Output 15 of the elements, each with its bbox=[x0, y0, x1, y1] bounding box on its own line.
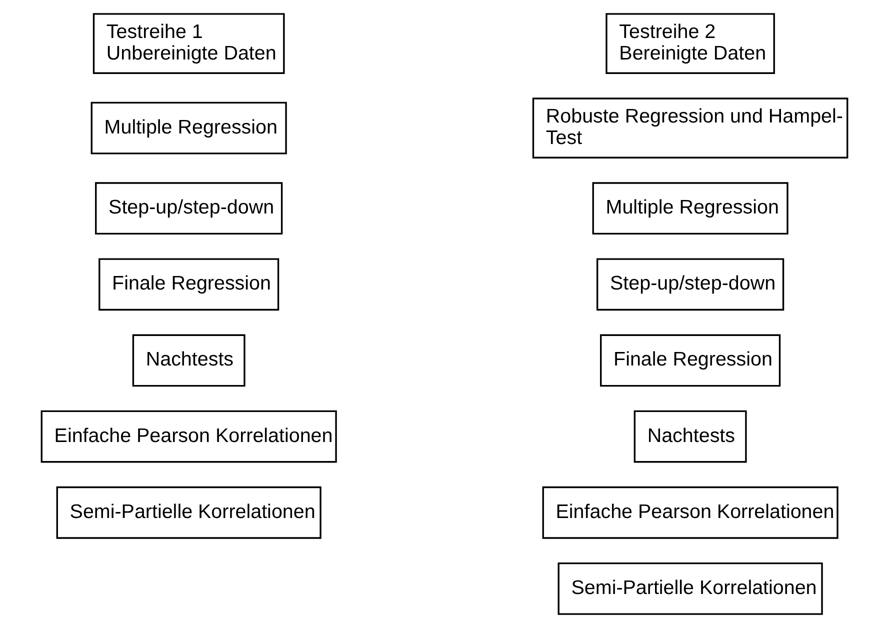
node-box: Finale Regression bbox=[600, 334, 780, 387]
node-box: Semi-Partielle Korrelationen bbox=[56, 486, 321, 539]
node-box: Multiple Regression bbox=[90, 102, 286, 154]
node-box: Einfache Pearson Korrelationen bbox=[40, 410, 336, 463]
node-box: Multiple Regression bbox=[592, 182, 788, 235]
node-box: Einfache Pearson Korrelationen bbox=[542, 486, 838, 539]
node-box: Step-up/step-down bbox=[94, 182, 282, 235]
node-box: Testreihe 2 Bereinigte Daten bbox=[605, 13, 774, 74]
node-box: Robuste Regression und Hampel-Test bbox=[532, 98, 848, 158]
node-box: Semi-Partielle Korrelationen bbox=[557, 562, 822, 615]
node-box: Nachtests bbox=[633, 410, 746, 463]
node-box: Nachtests bbox=[132, 334, 245, 387]
node-box: Testreihe 1 Unbereinigte Daten bbox=[92, 13, 284, 74]
node-box: Finale Regression bbox=[98, 258, 279, 311]
node-box: Step-up/step-down bbox=[596, 258, 784, 311]
